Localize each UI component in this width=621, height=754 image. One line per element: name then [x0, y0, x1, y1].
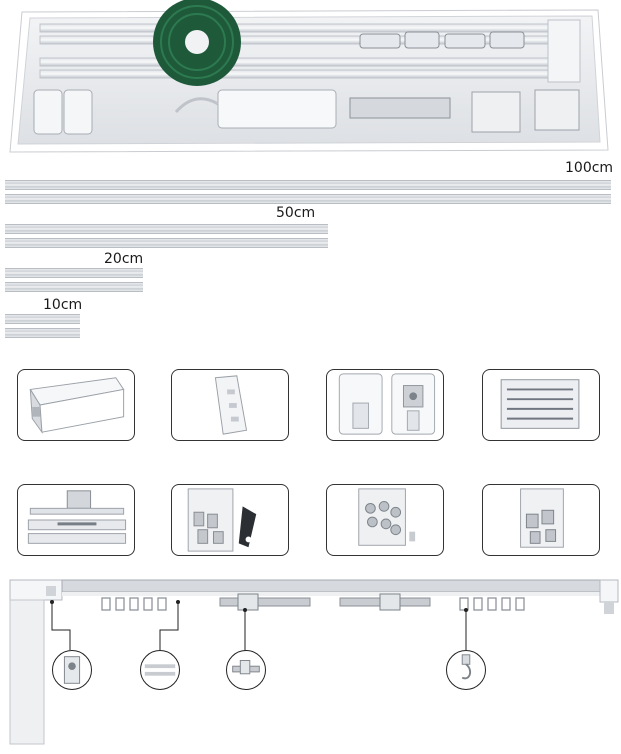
clip-bag-tile — [482, 484, 600, 556]
rail-profile-detail-icon — [144, 664, 176, 676]
callout-carriage — [226, 650, 266, 690]
rail-end-cap-icon — [29, 377, 125, 434]
remote-control-tile — [171, 369, 289, 441]
callout-rail-profile — [140, 650, 180, 690]
hardware-bag-icon — [187, 488, 257, 552]
runner-bag-icon — [358, 488, 416, 546]
screw-pack-tile — [482, 369, 600, 441]
rail-end-cap-tile — [17, 369, 135, 441]
ceiling-bracket-icon — [27, 490, 127, 544]
product-box-photo — [0, 0, 621, 160]
rail-20cm-lower — [5, 282, 143, 292]
carriage-detail-icon — [232, 660, 260, 675]
rail-length-label-50cm: 50cm — [276, 205, 316, 221]
rail-length-label-20cm: 20cm — [104, 251, 144, 267]
rail-10cm-lower — [5, 328, 80, 338]
screw-pack-icon — [500, 379, 580, 429]
rail-10cm — [5, 314, 80, 324]
end-bracket-detail-icon — [63, 656, 81, 684]
rail-20cm — [5, 268, 143, 278]
runner-bag-tile — [326, 484, 444, 556]
rail-length-label-10cm: 10cm — [43, 297, 83, 313]
rail-50cm — [5, 224, 328, 234]
callout-end-bracket — [52, 650, 92, 690]
callout-hook — [446, 650, 486, 690]
wall-bracket-icon — [338, 373, 436, 435]
rail-100cm — [5, 180, 611, 190]
clip-bag-icon — [520, 488, 564, 548]
rail-length-label-100cm: 100cm — [565, 160, 614, 176]
hardware-bag-tile — [171, 484, 289, 556]
wall-bracket-tile — [326, 369, 444, 441]
rail-100cm-lower — [5, 194, 611, 204]
hook-detail-icon — [461, 654, 472, 680]
assembled-track-diagram — [0, 572, 621, 750]
ceiling-bracket-tile — [17, 484, 135, 556]
remote-control-icon — [214, 375, 248, 435]
rail-50cm-lower — [5, 238, 328, 248]
